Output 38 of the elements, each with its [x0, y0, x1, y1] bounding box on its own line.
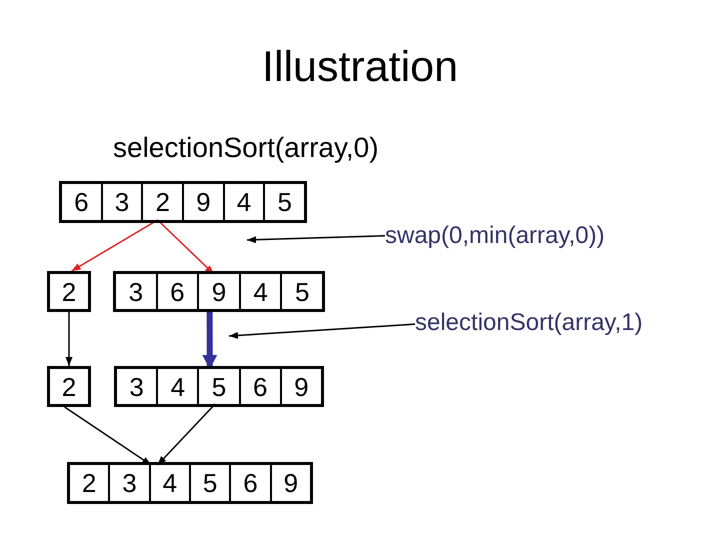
array-cell: 9	[280, 369, 322, 404]
annotation-text: selectionSort(array,1)	[415, 309, 643, 337]
annotation-text: swap(0,min(array,0))	[385, 222, 605, 250]
array-cell: 2	[70, 465, 108, 501]
number-box: 2	[47, 271, 91, 312]
array-cell: 5	[263, 184, 304, 220]
array-cell: 9	[197, 274, 239, 309]
number-box: 2	[47, 366, 91, 407]
array-cell: 4	[156, 369, 198, 404]
array-cell: 6	[156, 274, 198, 309]
array-cell: 3	[100, 184, 142, 220]
call-label: selectionSort(array,0)	[113, 132, 379, 164]
arrow	[66, 312, 72, 366]
array-cell: 3	[116, 274, 156, 309]
title: Illustration	[262, 43, 458, 92]
pointer-arrow	[246, 235, 386, 244]
array-cell: 4	[222, 184, 264, 220]
array-cell: 5	[280, 274, 322, 309]
array-cell: 5	[197, 369, 239, 404]
array-cell: 6	[229, 465, 270, 501]
array-box	[59, 181, 307, 223]
array-cell: 2	[141, 184, 182, 220]
array-cell: 6	[62, 184, 101, 220]
array-cell: 3	[117, 369, 156, 404]
array-cell: 3	[108, 465, 149, 501]
array-cell: 4	[148, 465, 189, 501]
arrow	[157, 219, 214, 275]
array-cell: 4	[238, 274, 280, 309]
array-cell: 6	[238, 369, 280, 404]
array-cell: 5	[188, 465, 230, 501]
arrow	[71, 219, 158, 272]
array-box	[113, 271, 325, 312]
array-box	[67, 462, 313, 504]
array-cell: 9	[270, 465, 310, 501]
arrow	[156, 403, 216, 466]
array-box	[114, 366, 324, 407]
pointer-arrow	[228, 323, 416, 339]
array-cell: 9	[182, 184, 223, 220]
